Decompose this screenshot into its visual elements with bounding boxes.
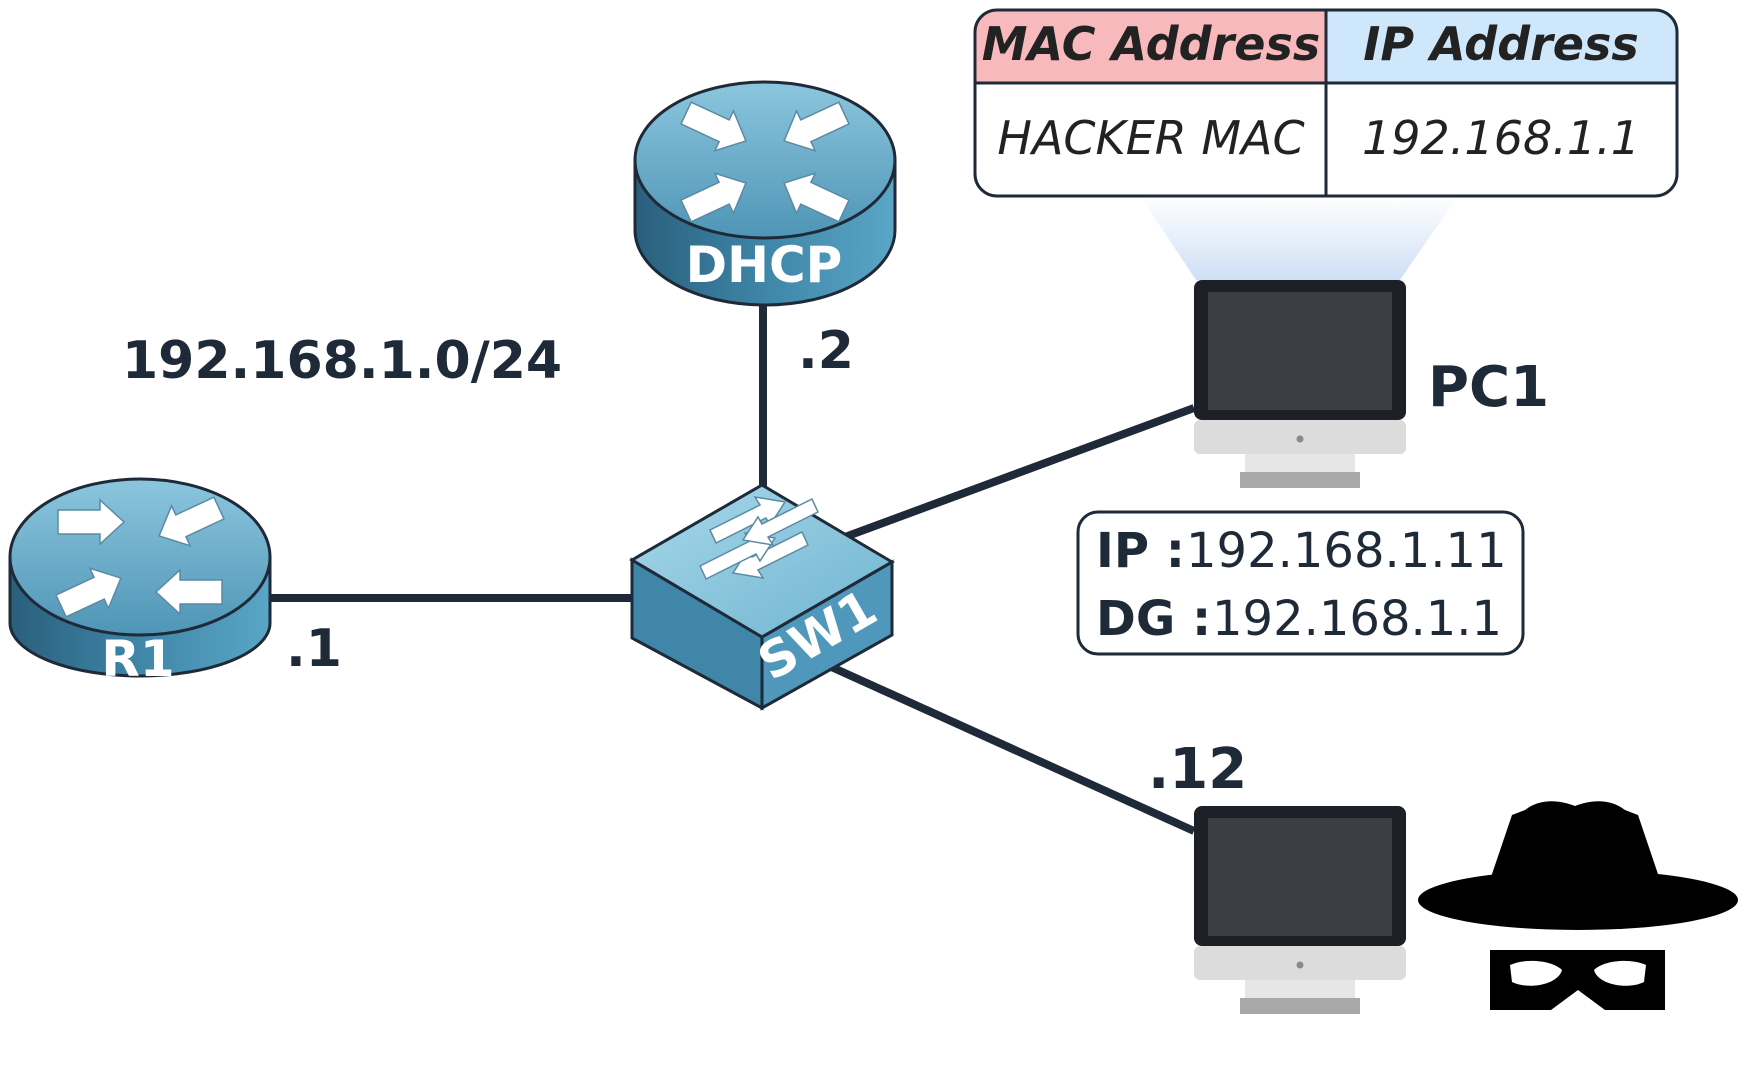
pc1-dg-value: 192.168.1.1 xyxy=(1212,591,1502,647)
table-cell-ip: 192.168.1.1 xyxy=(1362,111,1640,165)
table-header-ip: IP Address xyxy=(1363,17,1639,71)
ip-header-cell xyxy=(1326,10,1677,83)
pc1-info-box: IP : 192.168.1.11 DG : 192.168.1.1 xyxy=(1076,510,1525,656)
pc1-ip-key: IP : xyxy=(1096,523,1185,579)
pc1-ip-value: 192.168.1.11 xyxy=(1186,523,1507,579)
subnet-label: 192.168.1.0/24 xyxy=(122,331,562,391)
pc1: PC1 xyxy=(1194,280,1549,488)
router-r1: R1 xyxy=(8,477,272,688)
router-r1-label: R1 xyxy=(101,630,174,688)
mac-header-cell xyxy=(975,10,1326,83)
spy-icon xyxy=(1418,801,1738,1010)
table-cell-mac: HACKER MAC xyxy=(997,111,1304,165)
hacker-address-label: .12 xyxy=(1148,737,1247,802)
arp-table: MAC Address IP Address HACKER MAC 192.16… xyxy=(973,8,1679,198)
monitor-icon xyxy=(1194,806,1406,1014)
pc1-label: PC1 xyxy=(1428,355,1549,420)
monitor-icon xyxy=(1194,280,1406,488)
router-icon xyxy=(8,477,272,678)
router-icon xyxy=(633,80,897,307)
switch-sw1: SW1 xyxy=(629,483,895,711)
table-projection-beam xyxy=(1140,196,1458,280)
router-dhcp-label: DHCP xyxy=(686,236,843,294)
router-dhcp: DHCP xyxy=(633,80,897,307)
hacker-pc xyxy=(1194,806,1406,1014)
link-sw1-hacker xyxy=(825,661,1196,835)
table-header-mac: MAC Address xyxy=(982,17,1320,71)
link-sw1-pc1 xyxy=(843,404,1196,541)
r1-address-label: .1 xyxy=(286,619,342,679)
links xyxy=(265,300,1196,835)
pc1-dg-key: DG : xyxy=(1096,591,1211,647)
switch-icon xyxy=(629,483,895,711)
dhcp-address-label: .2 xyxy=(798,321,854,381)
